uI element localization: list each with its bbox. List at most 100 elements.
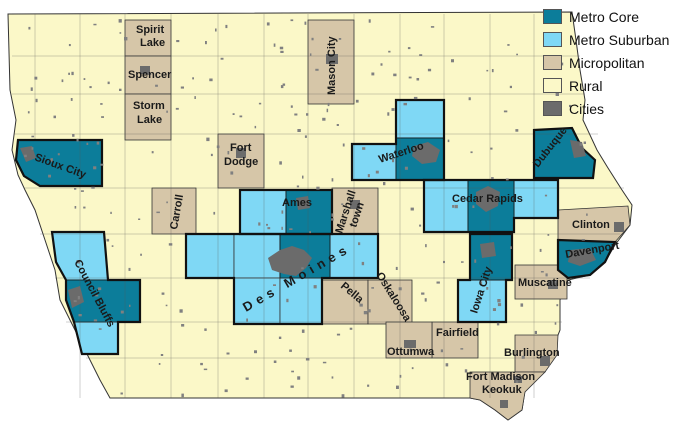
county-ames-core: [285, 189, 333, 235]
label-spencer: Spencer: [128, 69, 172, 81]
town-speck: [151, 151, 154, 154]
town-speck: [74, 206, 77, 209]
town-speck: [289, 349, 292, 352]
town-speck: [445, 363, 449, 367]
label-fort-dodge-1: Fort: [230, 142, 252, 154]
town-speck: [30, 87, 33, 91]
town-speck: [53, 115, 56, 119]
town-speck: [220, 57, 224, 60]
town-speck: [280, 85, 284, 89]
county-carroll: [151, 187, 197, 235]
legend-swatch-rural: [543, 78, 562, 93]
town-speck: [447, 139, 450, 143]
town-speck: [421, 292, 425, 295]
town-speck: [306, 113, 309, 116]
town-speck: [468, 97, 471, 101]
town-speck: [175, 107, 179, 110]
town-speck: [461, 261, 464, 263]
town-speck: [497, 299, 501, 303]
town-speck: [363, 311, 368, 315]
town-speck: [515, 380, 519, 383]
town-speck: [322, 117, 326, 121]
town-speck: [472, 205, 475, 208]
town-speck: [313, 285, 317, 289]
town-speck: [210, 153, 213, 157]
town-speck: [503, 110, 508, 113]
town-speck: [83, 78, 86, 80]
town-speck: [204, 328, 207, 331]
town-speck: [147, 73, 152, 75]
town-speck: [579, 143, 583, 146]
county-waterloo-suburban-w: [351, 143, 397, 181]
town-speck: [416, 78, 420, 81]
town-speck: [254, 125, 257, 129]
town-speck: [556, 304, 559, 307]
town-speck: [140, 253, 142, 256]
county-ames-suburban: [239, 189, 287, 235]
town-speck: [302, 175, 304, 179]
town-speck: [440, 349, 443, 353]
town-speck: [491, 69, 494, 73]
town-speck: [301, 329, 305, 333]
town-speck: [35, 98, 38, 103]
town-speck: [383, 182, 386, 186]
town-speck: [138, 218, 141, 220]
town-speck: [176, 40, 180, 43]
town-speck: [341, 203, 344, 205]
county-spirit-lake: [124, 19, 172, 57]
town-speck: [239, 115, 243, 118]
town-speck: [258, 222, 261, 226]
town-speck: [161, 292, 165, 295]
town-speck: [326, 108, 329, 113]
town-speck: [410, 207, 414, 211]
town-speck: [496, 322, 500, 326]
town-speck: [89, 86, 92, 89]
town-speck: [403, 102, 407, 106]
town-speck: [96, 141, 100, 145]
town-speck: [100, 163, 104, 166]
town-speck: [490, 147, 493, 150]
town-speck: [83, 206, 86, 209]
town-speck: [297, 376, 301, 380]
town-speck: [554, 322, 557, 325]
town-speck: [301, 267, 304, 270]
legend-swatch-micropolitan: [543, 55, 562, 70]
town-speck: [362, 147, 366, 150]
county-waterloo-suburban-n: [395, 99, 445, 139]
town-speck: [297, 129, 301, 132]
town-speck: [331, 376, 334, 379]
legend-swatch-metro-suburban: [543, 32, 562, 47]
city-waterloo: [412, 142, 440, 164]
town-speck: [203, 368, 208, 371]
town-speck: [304, 21, 307, 25]
town-speck: [206, 137, 210, 142]
town-speck: [368, 19, 371, 23]
town-speck: [521, 355, 525, 359]
town-speck: [158, 363, 161, 365]
town-speck: [407, 47, 411, 50]
town-speck: [404, 166, 408, 170]
town-speck: [278, 336, 282, 339]
town-speck: [119, 88, 122, 91]
town-speck: [486, 69, 489, 72]
town-speck: [156, 211, 160, 214]
town-speck: [281, 226, 283, 230]
county-fort-madison-keokuk: [469, 371, 546, 421]
town-speck: [396, 385, 399, 389]
town-speck: [436, 281, 440, 284]
town-speck: [387, 112, 390, 116]
town-speck: [209, 78, 213, 82]
town-speck: [24, 154, 27, 158]
metro-outline-sioux-city: [14, 138, 104, 188]
town-speck: [547, 234, 550, 236]
town-speck: [179, 309, 183, 313]
town-speck: [76, 138, 79, 142]
town-speck: [245, 377, 249, 380]
town-speck: [120, 310, 124, 314]
label-spirit-lake-1: Spirit: [136, 24, 164, 36]
town-speck: [57, 153, 60, 156]
metro-outline-iowa-city: [456, 232, 514, 324]
county-cedar-rapids-suburban-w: [423, 179, 469, 233]
legend-label-rural: Rural: [569, 77, 603, 94]
